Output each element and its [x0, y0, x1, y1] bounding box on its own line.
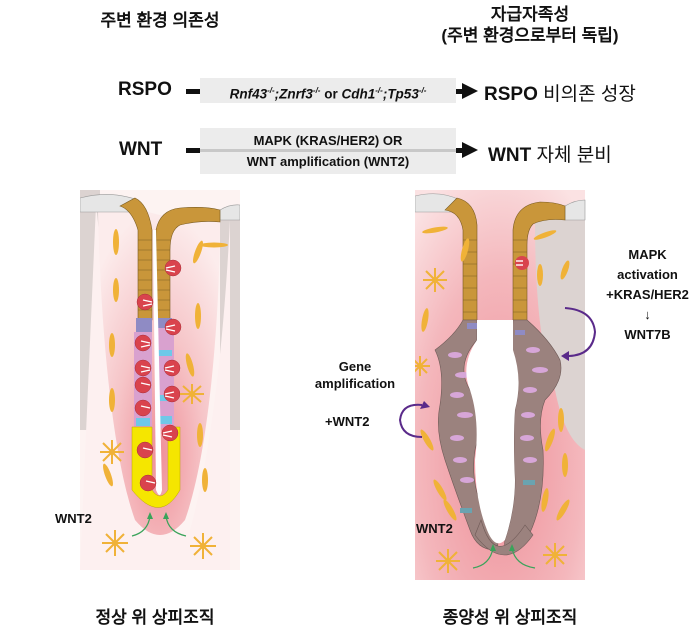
normal-wnt2-label: WNT2 [55, 511, 92, 526]
wnt-bar-right [456, 148, 464, 153]
rspo-arrow-icon [462, 83, 478, 99]
gene-znrf3: Znrf3 [279, 86, 313, 102]
rspo-outcome-text: 비의존 성장 [537, 84, 636, 105]
mapk-line4: WNT7B [624, 327, 671, 342]
gene-amplification-line1: Gene [338, 359, 372, 374]
gene-tp53-genotype: -/- [418, 86, 427, 95]
or-text: or [320, 86, 342, 102]
rspo-outcome: RSPO 비의존 성장 [484, 79, 636, 106]
wnt-outcome: WNT 자체 분비 [488, 140, 612, 167]
wnt-outcome-bold: WNT [488, 145, 532, 166]
mapk-activation-label: MAPK activation +KRAS/HER2 ↓ WNT7B [595, 245, 700, 345]
separator: ; [274, 86, 280, 102]
gene-cdh1: Cdh1 [341, 86, 376, 102]
separator: ; [382, 86, 388, 102]
header-self-sufficient-subtitle: (주변 환경으로부터 독립) [441, 26, 619, 45]
gene-amplification-wnt2-label: +WNT2 [325, 414, 370, 429]
header-self-sufficient: 자급자족성 (주변 환경으로부터 독립) [390, 4, 670, 46]
gene-rnf43-genotype: -/- [267, 86, 275, 95]
gene-amplification-line2: amplification [314, 376, 396, 391]
rspo-mutation-box: Rnf43-/-;Znrf3-/- or Cdh1-/-;Tp53-/- [200, 78, 456, 103]
tumor-wnt2-label: WNT2 [416, 521, 453, 536]
wnt-mechanism-line2: WNT amplification (WNT2) [246, 154, 410, 169]
gene-tp53: Tp53 [387, 86, 419, 102]
rspo-source-label: RSPO [118, 79, 172, 100]
gene-rnf43: Rnf43 [229, 86, 268, 102]
normal-gastric-gland-illustration [80, 190, 240, 570]
header-environment-dependent: 주변 환경 의존성 [100, 11, 220, 30]
wnt-bar-left [186, 148, 200, 153]
rspo-outcome-bold: RSPO [484, 84, 538, 105]
gene-znrf3-genotype: -/- [312, 86, 321, 95]
mapk-line3: +KRAS/HER2 [606, 287, 689, 302]
rspo-bar-right [456, 89, 464, 94]
gene-cdh1-genotype: -/- [375, 86, 383, 95]
caption-tumor-epithelium: 종양성 위 상피조직 [442, 608, 578, 627]
gene-amplification-label: Gene amplification [305, 358, 405, 392]
mapk-line1: MAPK [628, 247, 667, 262]
mapk-loop-arrow-icon [561, 307, 597, 361]
wnt-source-label: WNT [119, 139, 163, 160]
wnt-mechanism-line1: MAPK (KRAS/HER2) OR [253, 133, 403, 148]
mapk-line2: activation [617, 267, 678, 282]
wnt-box-midline [200, 149, 456, 152]
gene-amplification-loop-arrow-icon [398, 401, 430, 438]
mapk-down-arrow-icon: ↓ [644, 307, 651, 322]
header-self-sufficient-title: 자급자족성 [490, 5, 570, 24]
wnt-arrow-icon [462, 142, 478, 158]
tumor-gastric-gland-illustration [415, 190, 586, 580]
wnt-outcome-text: 자체 분비 [531, 145, 612, 166]
rspo-bar-left [186, 89, 200, 94]
caption-normal-epithelium: 정상 위 상피조직 [95, 608, 215, 627]
